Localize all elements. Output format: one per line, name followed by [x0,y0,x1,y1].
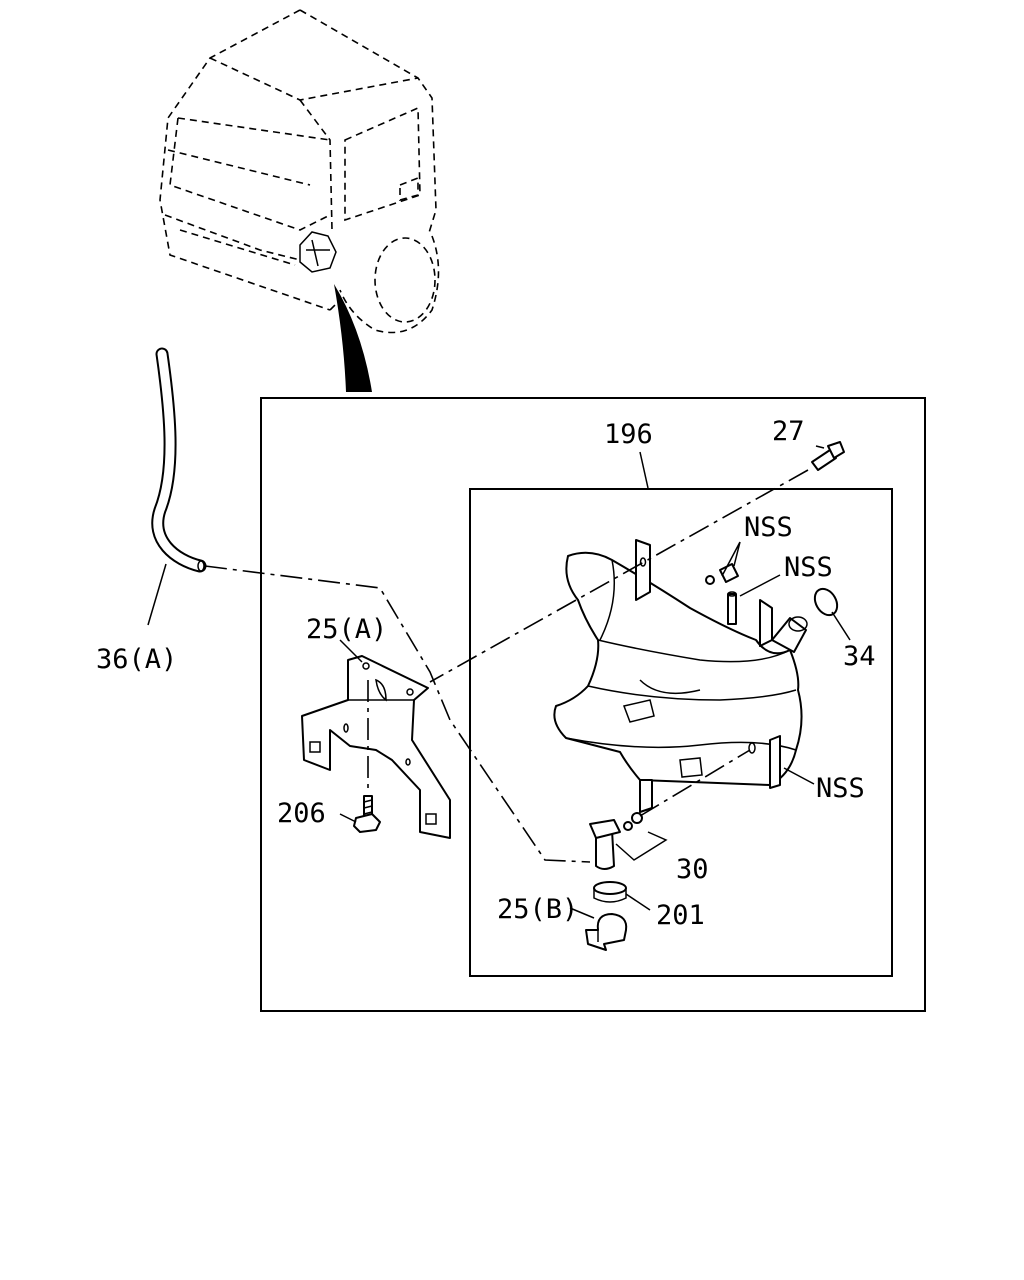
label-201: 201 [656,900,705,931]
label-34: 34 [843,641,876,672]
hose-connection-line [204,565,591,863]
leader-lines [147,445,851,919]
grommet-201 [593,881,627,903]
label-25a: 25(A) [306,614,387,645]
truck-cab [159,9,440,334]
bracket-25b [585,913,628,951]
outer-frame [260,397,926,1012]
label-nss-bottom: NSS [816,773,865,804]
label-30: 30 [676,854,709,885]
callout-arrow [334,284,372,392]
label-206: 206 [277,798,326,829]
bolt-27-axis [429,469,809,683]
washer-tank [553,539,808,813]
inner-frame [469,488,893,977]
label-25b: 25(B) [497,894,578,925]
label-196: 196 [604,419,653,450]
nss-clip [705,563,739,585]
washer-pump [589,812,643,870]
tank-location-marker [299,231,337,273]
bracket-25a [301,655,451,839]
hose-36a [151,347,207,573]
bolt-27 [811,441,845,471]
label-36a: 36(A) [96,644,177,675]
ring-34 [813,587,839,617]
bolt-206 [353,795,381,833]
pump-axis [639,749,751,817]
label-27: 27 [772,416,805,447]
label-nss-mid: NSS [784,552,833,583]
label-nss-top: NSS [744,512,793,543]
